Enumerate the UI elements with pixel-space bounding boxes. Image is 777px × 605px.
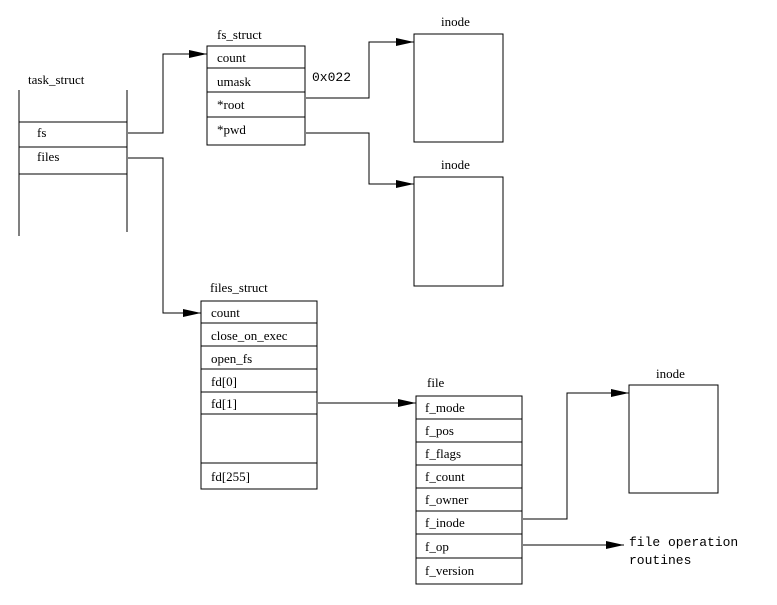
pwd-inode-box bbox=[413, 176, 504, 287]
files-struct: files_struct count close_on_exec open_fs… bbox=[200, 280, 318, 490]
file-field-f-owner: f_owner bbox=[425, 492, 469, 507]
fs-struct-field-count: count bbox=[217, 50, 246, 65]
file-struct-title: file bbox=[427, 375, 445, 390]
root-inode-box bbox=[413, 33, 504, 143]
file-struct: file f_mode f_pos f_flags f_count f_owne… bbox=[415, 375, 523, 585]
task-struct-title: task_struct bbox=[28, 72, 85, 87]
task-struct-field-fs: fs bbox=[37, 125, 46, 140]
root-to-inode-arrow bbox=[306, 38, 414, 99]
file-field-f-inode: f_inode bbox=[425, 515, 465, 530]
root-inode-title: inode bbox=[441, 14, 470, 29]
fs-struct-box bbox=[206, 45, 306, 146]
files-struct-field-close-on-exec: close_on_exec bbox=[211, 328, 288, 343]
files-struct-field-fd0: fd[0] bbox=[211, 374, 237, 389]
file-field-f-op: f_op bbox=[425, 539, 449, 554]
files-struct-field-open-fs: open_fs bbox=[211, 351, 252, 366]
task-struct: task_struct fs files bbox=[18, 72, 128, 236]
files-struct-box bbox=[200, 300, 318, 490]
fs-struct-field-root: *root bbox=[217, 97, 245, 112]
file-struct-box bbox=[415, 395, 523, 585]
file-field-f-count: f_count bbox=[425, 469, 465, 484]
files-to-files-struct-arrow bbox=[128, 157, 201, 317]
fs-struct-field-umask: umask bbox=[217, 74, 251, 89]
files-struct-field-fd1: fd[1] bbox=[211, 396, 237, 411]
file-operation-routines-line1: file operation bbox=[629, 535, 738, 550]
f-inode-to-inode-arrow bbox=[523, 389, 629, 520]
fs-to-fs-struct-arrow bbox=[128, 50, 207, 134]
file-inode: inode bbox=[628, 366, 719, 494]
file-field-f-version: f_version bbox=[425, 563, 475, 578]
fs-struct-title: fs_struct bbox=[217, 27, 262, 42]
file-field-f-pos: f_pos bbox=[425, 423, 454, 438]
file-field-f-flags: f_flags bbox=[425, 446, 461, 461]
file-inode-title: inode bbox=[656, 366, 685, 381]
file-operation-routines-line2: routines bbox=[629, 553, 691, 568]
pwd-inode: inode bbox=[413, 157, 504, 287]
root-inode: inode bbox=[413, 14, 504, 143]
files-struct-field-count: count bbox=[211, 305, 240, 320]
fs-struct-field-pwd: *pwd bbox=[217, 122, 246, 137]
umask-value: 0x022 bbox=[312, 70, 351, 85]
files-struct-field-fd255: fd[255] bbox=[211, 469, 250, 484]
files-struct-title: files_struct bbox=[210, 280, 268, 295]
fs-struct: fs_struct count umask *root *pwd 0x022 bbox=[206, 27, 351, 146]
file-inode-box bbox=[628, 384, 719, 494]
file-field-f-mode: f_mode bbox=[425, 400, 465, 415]
task-struct-field-files: files bbox=[37, 149, 59, 164]
pwd-inode-title: inode bbox=[441, 157, 470, 172]
pwd-to-inode-arrow bbox=[306, 132, 414, 188]
